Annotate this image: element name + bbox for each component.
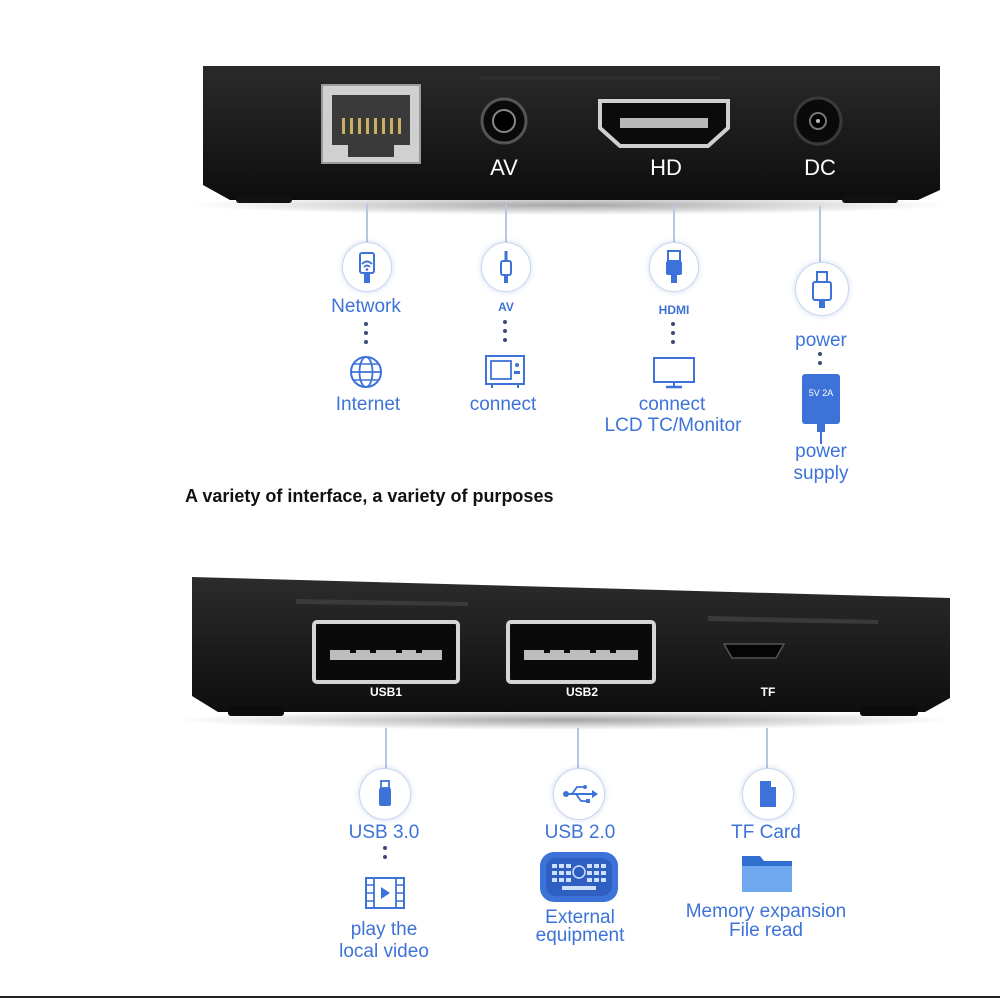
connector-dots <box>671 322 675 349</box>
connector-line <box>505 204 507 242</box>
feature-target-lcd-monitor: LCD TC/Monitor <box>604 415 742 436</box>
usb1-port <box>312 620 460 684</box>
connector-line <box>577 728 579 768</box>
usb-drive-icon <box>359 768 411 820</box>
connector-dots <box>364 322 368 349</box>
dc-jack <box>793 96 843 146</box>
feature-target-connect-av: connect <box>469 394 537 415</box>
feature-target-local-video: local video <box>339 941 429 962</box>
av-plug-icon <box>481 242 531 292</box>
feature-target-file-read: File read <box>729 920 803 941</box>
feature-label-usb3: USB 3.0 <box>348 822 420 843</box>
globe-icon <box>350 356 382 388</box>
port-label-hd: HD <box>650 155 682 180</box>
feature-target-memory-expansion: Memory expansion <box>685 901 847 922</box>
tf-slot <box>722 643 786 659</box>
feature-target-equipment: equipment <box>535 925 625 946</box>
feature-target-internet: Internet <box>335 394 401 415</box>
power-plug-icon <box>795 262 849 316</box>
connector-dots <box>503 320 507 347</box>
monitor-icon <box>653 357 695 389</box>
port-label-usb2: USB2 <box>565 685 598 699</box>
connector-dots <box>818 352 822 370</box>
adapter-rating: 5V 2A <box>808 388 834 398</box>
tv-icon <box>485 355 525 388</box>
feature-label-usb2: USB 2.0 <box>544 822 616 843</box>
feature-label-hdmi: HDMI <box>658 303 690 317</box>
video-icon <box>365 877 405 909</box>
connector-line <box>673 204 675 242</box>
port-label-av: AV <box>490 155 518 180</box>
connector-dots <box>383 846 387 864</box>
connector-line <box>766 728 768 768</box>
feature-target-external: External <box>545 907 615 928</box>
feature-label-network: Network <box>331 296 401 317</box>
connector-line <box>819 206 821 262</box>
connector-line <box>366 204 368 242</box>
network-cable-icon <box>342 242 392 292</box>
usb2-port <box>506 620 656 684</box>
ethernet-port <box>321 84 421 164</box>
device-side-panel <box>175 577 955 730</box>
feature-target-power: power <box>795 441 847 462</box>
power-adapter-icon <box>802 374 840 444</box>
feature-target-connect-hdmi: connect <box>638 394 706 415</box>
usb-symbol-icon <box>553 768 605 820</box>
section-headline: A variety of interface, a variety of pur… <box>185 486 554 506</box>
sd-card-icon <box>742 768 794 820</box>
av-jack <box>480 97 528 145</box>
port-label-dc: DC <box>804 155 836 180</box>
port-label-usb1: USB1 <box>369 685 402 699</box>
bottom-divider <box>0 996 1000 998</box>
feature-target-supply: supply <box>793 463 849 484</box>
hdmi-port <box>598 99 730 148</box>
feature-label-av: AV <box>498 300 514 314</box>
folder-icon <box>742 856 792 892</box>
connector-line <box>385 728 387 768</box>
port-label-tf: TF <box>760 685 776 699</box>
feature-target-play-the: play the <box>350 919 418 940</box>
hdmi-plug-icon <box>649 242 699 292</box>
feature-label-tf-card: TF Card <box>731 822 801 843</box>
feature-label-power: power <box>795 330 847 351</box>
device-back-panel <box>190 66 950 215</box>
wireless-keyboard-icon <box>540 852 618 902</box>
